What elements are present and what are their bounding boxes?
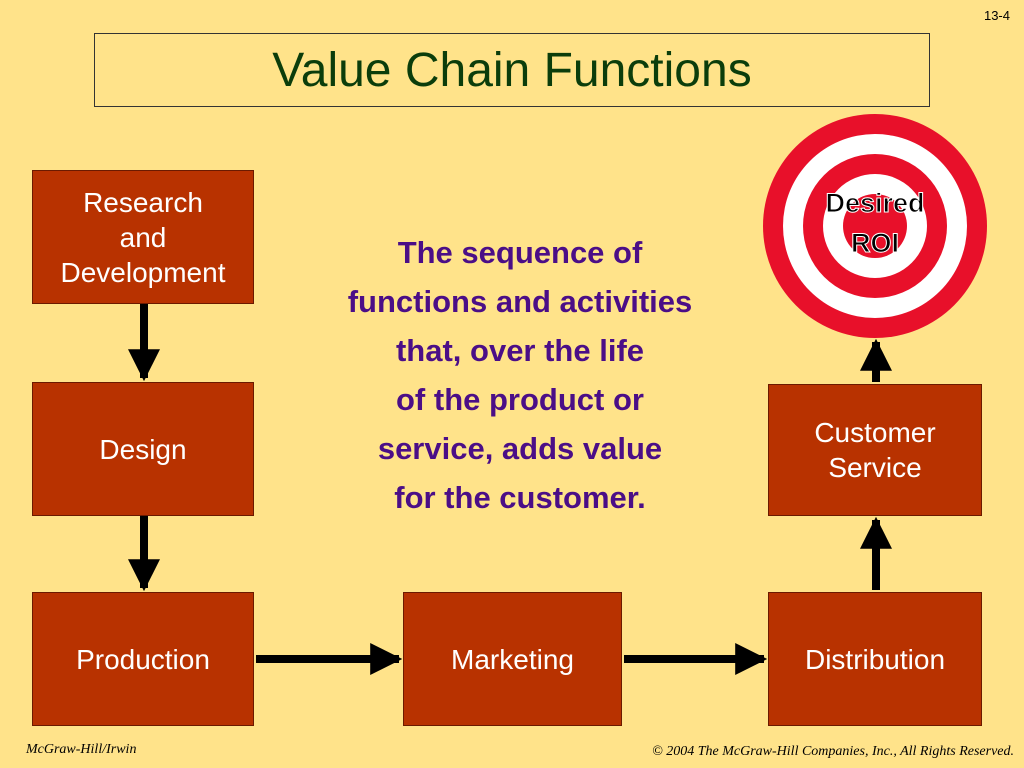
customer-service-box: Customer Service bbox=[768, 384, 982, 516]
title-box: Value Chain Functions bbox=[94, 33, 930, 107]
page-number: 13-4 bbox=[983, 8, 1010, 23]
design-box: Design bbox=[32, 382, 254, 516]
target-label-roi: ROI bbox=[851, 228, 899, 258]
target-label-desired: Desired bbox=[825, 188, 924, 218]
page-title: Value Chain Functions bbox=[272, 43, 752, 97]
footer-publisher: McGraw-Hill/Irwin bbox=[26, 742, 137, 757]
distribution-box: Distribution bbox=[768, 592, 982, 726]
production-box: Production bbox=[32, 592, 254, 726]
target-icon: Desired ROI bbox=[763, 114, 987, 338]
research-development-box: Research and Development bbox=[32, 170, 254, 304]
marketing-box: Marketing bbox=[403, 592, 622, 726]
footer-copyright: © 2004 The McGraw-Hill Companies, Inc., … bbox=[652, 744, 1014, 759]
value-chain-description: The sequence of functions and activities… bbox=[347, 235, 693, 515]
target-bullseye bbox=[843, 194, 907, 258]
